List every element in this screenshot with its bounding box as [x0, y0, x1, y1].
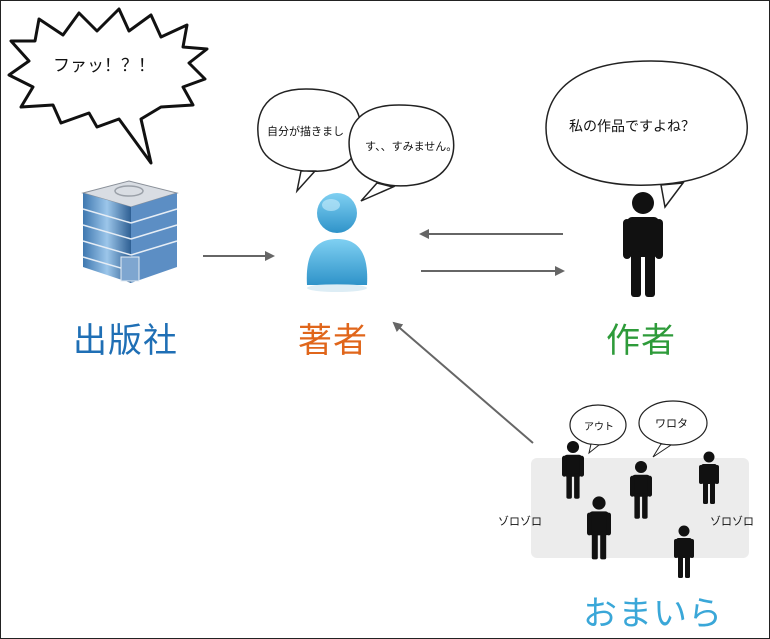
author-bubble-1 [257, 88, 362, 194]
crowd-side-left: ゾロゾロ [498, 515, 542, 528]
creator-bubble [545, 60, 748, 209]
crowd-person-icon [562, 440, 584, 499]
user-silhouette-icon [306, 193, 368, 292]
author-label: 著者 [298, 321, 368, 361]
creator-label: 作者 [606, 321, 676, 361]
publisher-label: 出版社 [73, 321, 178, 361]
crowd-person-icon [630, 460, 652, 519]
arrow-crowd-to-author [392, 321, 534, 444]
office-building-icon [81, 180, 179, 283]
author-bubble-2 [348, 104, 455, 202]
crowd-person-icon [699, 451, 719, 504]
crowd-bubble-2-text: ワロタ [655, 417, 688, 430]
crowd-label: おまいら [583, 594, 723, 634]
person-silhouette-icon [623, 192, 663, 297]
creator-bubble-text: 私の作品ですよね？ [569, 119, 695, 135]
publisher-shout-text: ファッ！？！ [53, 56, 155, 76]
crowd-bubble-1-text: アウト [584, 422, 614, 433]
crowd-person-icon [587, 496, 611, 560]
crowd-side-right: ゾロゾロ [710, 515, 754, 528]
crowd-person-icon [674, 525, 694, 578]
author-bubble-2-text: す、、すみません。 [365, 140, 458, 153]
crowd-bubble-2 [638, 400, 708, 446]
author-bubble-1-text: 自分が描きまし [267, 125, 344, 138]
crowd-area [531, 458, 749, 558]
shout-bubble [7, 7, 209, 165]
